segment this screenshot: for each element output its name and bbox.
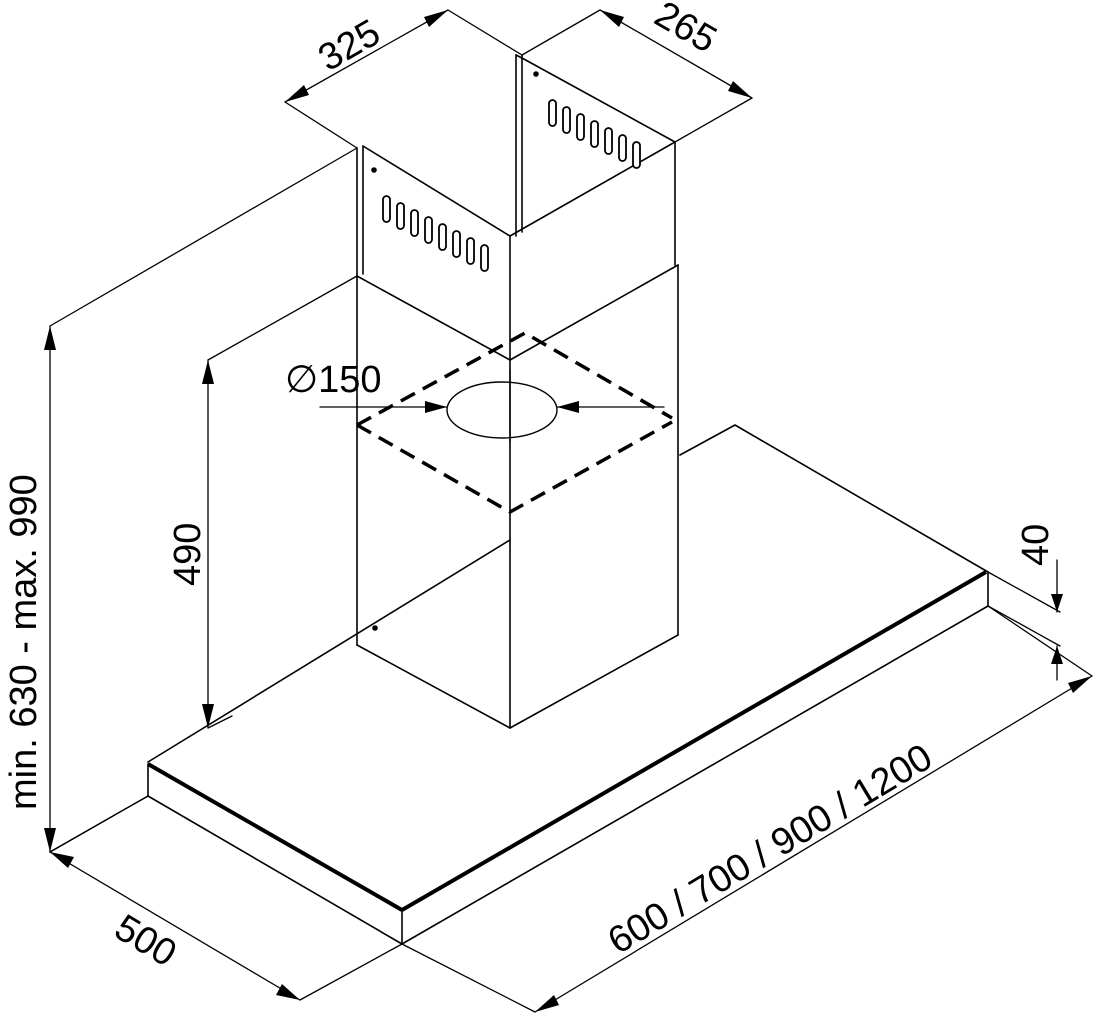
dimension-500: 500 [49,795,403,1001]
vent-slots-right [548,99,641,169]
lower-chimney [356,264,679,729]
upper-chimney [356,54,676,361]
chimney-depth-label: 265 [648,0,724,61]
lower-chimney-height-label: 490 [167,523,209,586]
hood-widths-label: 600 / 700 / 900 / 1200 [601,736,940,962]
chimney-width-label: 325 [312,12,388,80]
dimension-490: 490 [167,275,358,729]
screw-icon [371,167,377,173]
screw-icon [372,625,378,631]
canopy [147,424,989,945]
hood-depth-label: 500 [107,907,183,976]
dimension-height-range: min. 630 - max. 990 [3,147,358,853]
duct-diameter-label: ∅150 [285,359,382,401]
dimension-325: 325 [284,9,523,149]
canopy-thickness-label: 40 [1015,524,1057,566]
vent-slots-left [382,195,489,272]
dimension-duct-diameter: ∅150 [285,359,665,443]
dimension-40: 40 [987,524,1063,681]
height-range-label: min. 630 - max. 990 [3,474,45,810]
screw-icon [533,71,539,77]
dimension-hood-widths: 600 / 700 / 900 / 1200 [401,605,1093,1013]
